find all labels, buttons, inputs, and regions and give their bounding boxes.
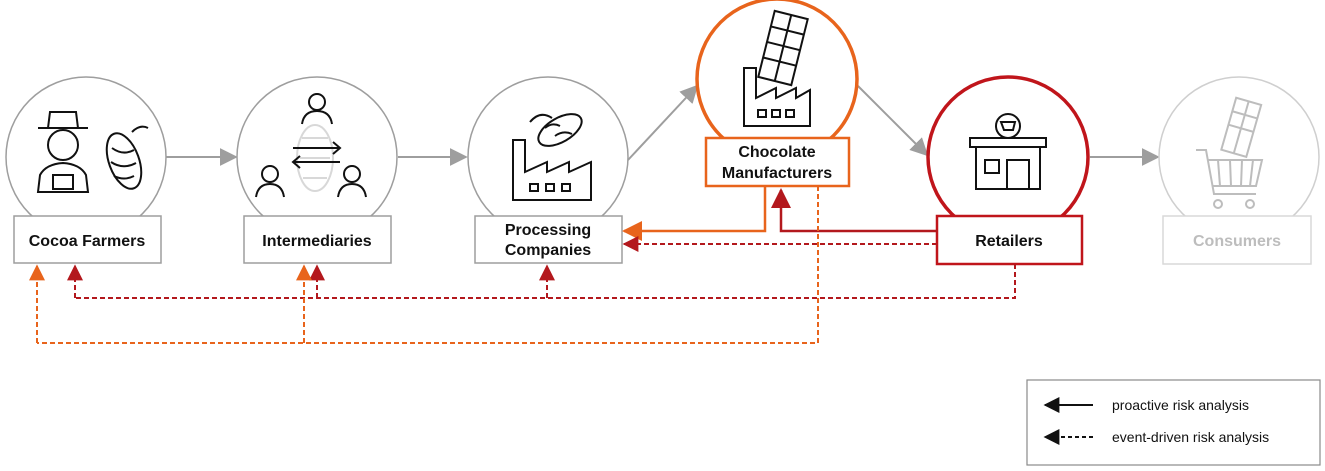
proactive-arrow-retailers-manufacturers [771,188,937,233]
node-chocolate-manufacturers: Chocolate Manufacturers [695,0,859,188]
label-cocoa-farmers: Cocoa Farmers [29,233,146,250]
label-box [474,215,623,264]
legend-proactive-label: proactive risk analysis [1112,397,1249,413]
flow-arrow-processing-manufacturers [627,84,699,161]
label-processing-line1: Processing [505,222,591,239]
people-exchange-icon [255,93,367,198]
cocoa-pod-icon [529,113,583,147]
label-box [1162,215,1312,265]
label-consumers: Consumers [1193,233,1281,250]
node-retailers: Retailers [926,75,1090,266]
label-chocolate-line2: Manufacturers [722,165,832,182]
proactive-arrow-manufacturers-processing [622,186,767,241]
label-box [704,136,851,188]
chocolate-bar-icon [757,9,809,87]
label-box [935,214,1084,266]
event-line-manufacturers-bottom [37,186,819,344]
node-consumers: Consumers [1158,76,1320,265]
flow-arrow-manufacturers-retailers [857,85,929,157]
event-line-retailers-bottom [75,264,1016,299]
node-circle [926,75,1090,239]
shop-icon [969,113,1047,190]
proactive-arrows [622,186,937,241]
label-processing-line2: Companies [505,242,591,259]
factory-icon [512,139,592,201]
label-retailers: Retailers [975,233,1043,250]
label-chocolate-line1: Chocolate [738,144,815,161]
flow-arrows [166,84,1160,166]
legend-box [1026,379,1321,466]
node-intermediaries: Intermediaries [236,76,398,264]
label-intermediaries: Intermediaries [262,233,371,250]
node-circle [1158,76,1320,238]
label-box [13,215,162,264]
node-circle [695,0,859,161]
factory-icon [743,67,811,127]
legend-event-driven-label: event-driven risk analysis [1112,429,1269,445]
node-processing-companies: Processing Companies [467,76,629,264]
farmer-icon [36,111,90,193]
node-circle [467,76,629,238]
shopping-cart-icon [1196,96,1264,209]
label-box [243,215,392,264]
cocoa-pod-icon [105,125,149,190]
legend: proactive risk analysis event-driven ris… [1026,379,1321,466]
node-cocoa-farmers: Cocoa Farmers [5,76,167,264]
event-driven-arrows [29,186,1016,344]
node-circle [5,76,167,238]
